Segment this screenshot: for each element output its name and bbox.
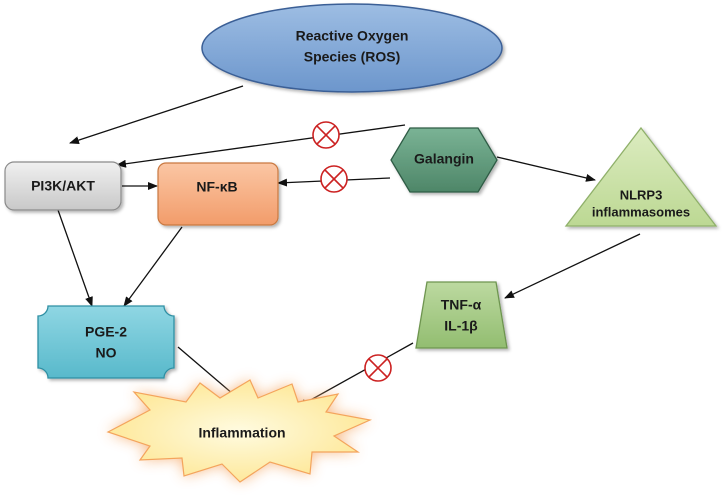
tnf-label-line1: TNF-α bbox=[441, 297, 482, 313]
galangin-node: Galangin bbox=[390, 127, 498, 193]
nlrp3-node: NLRP3 inflammasomes bbox=[564, 126, 718, 227]
inflammation-label: Inflammation bbox=[198, 425, 285, 441]
inflammation-node: Inflammation bbox=[106, 379, 373, 483]
pi3k-node: PI3K/AKT bbox=[4, 161, 122, 211]
pi3k-label: PI3K/AKT bbox=[31, 178, 95, 194]
inflammation-burst bbox=[106, 379, 373, 483]
ros-label-line2: Species (ROS) bbox=[304, 49, 400, 65]
tnf-label-line2: IL-1β bbox=[444, 318, 478, 334]
inhibition-icon-nfkb bbox=[320, 165, 348, 193]
arrow-nlrp3-to-tnf bbox=[504, 233, 641, 299]
pge-label-line1: PGE-2 bbox=[85, 324, 127, 340]
ros-ellipse bbox=[201, 3, 503, 93]
nlrp3-label-line1: NLRP3 bbox=[620, 187, 663, 202]
nlrp3-label-line2: inflammasomes bbox=[592, 204, 690, 219]
pge-label-line2: NO bbox=[96, 345, 117, 361]
nfkb-box bbox=[157, 162, 279, 226]
pi3k-box bbox=[4, 161, 122, 211]
arrow-tnf-to-inflammation bbox=[297, 342, 414, 408]
galangin-label: Galangin bbox=[414, 151, 474, 167]
tnf-node: TNF-α IL-1β bbox=[415, 281, 508, 349]
nlrp3-triangle bbox=[564, 126, 718, 227]
nfkb-label: NF-κB bbox=[196, 179, 237, 195]
ros-node: Reactive Oxygen Species (ROS) bbox=[201, 3, 503, 93]
pge-node: PGE-2 NO bbox=[37, 305, 175, 379]
arrow-nfkb-to-pge bbox=[123, 226, 183, 307]
nfkb-node: NF-κB bbox=[157, 162, 279, 226]
galangin-hexagon bbox=[390, 127, 498, 193]
arrows bbox=[57, 85, 641, 408]
ros-label-line1: Reactive Oxygen bbox=[296, 28, 409, 44]
tnf-trapezoid bbox=[415, 281, 508, 349]
arrow-pi3k-to-pge bbox=[57, 209, 93, 307]
arrow-galangin-to-nlrp3 bbox=[496, 156, 596, 182]
inhibition-icon-tnf bbox=[364, 354, 392, 382]
arrow-ros-to-pi3k bbox=[69, 85, 244, 144]
arrow-galangin-to-pi3k bbox=[116, 124, 406, 168]
inhibition-icon-pi3k bbox=[312, 121, 340, 149]
pge-plaque bbox=[37, 305, 175, 379]
arrow-pge-to-inflammation bbox=[177, 346, 241, 401]
